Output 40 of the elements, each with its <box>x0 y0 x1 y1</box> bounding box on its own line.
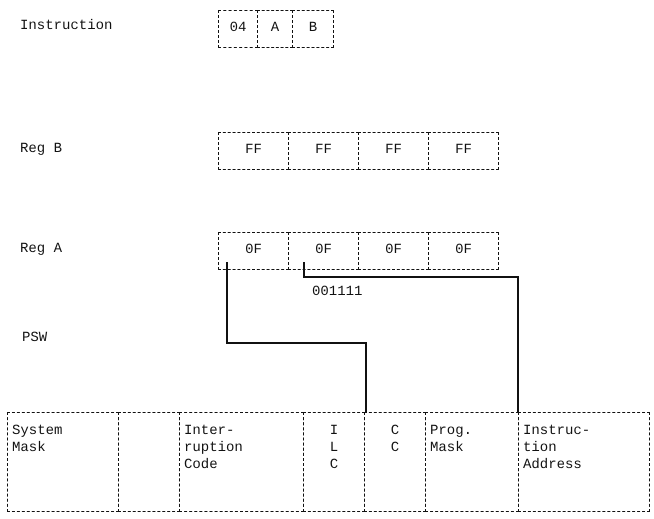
field-text: Inter- ruption Code <box>184 423 244 474</box>
register-field <box>428 132 499 170</box>
field-text: FF <box>244 142 263 159</box>
register-field <box>7 412 119 512</box>
register-field <box>358 232 429 270</box>
register-field <box>428 232 499 270</box>
field-text: 0F <box>454 242 473 259</box>
field-text: FF <box>314 142 333 159</box>
field-text: B <box>308 20 318 37</box>
field-text: A <box>270 20 280 37</box>
empty-field <box>118 412 180 512</box>
register-field <box>364 412 426 512</box>
field-text: 0F <box>384 242 403 259</box>
register-field <box>358 132 429 170</box>
field-text: System Mask <box>12 423 64 457</box>
register-name: PSW <box>22 330 48 346</box>
register-name: Reg B <box>20 141 62 157</box>
field-text: 0F <box>314 242 333 259</box>
field-text: Instruc- tion Address <box>523 423 590 474</box>
register-field <box>303 412 365 512</box>
field-text: I L C <box>330 423 338 474</box>
register-field <box>257 10 293 48</box>
field-text: 0F <box>244 242 263 259</box>
register-field <box>518 412 650 512</box>
field-text: Prog. Mask <box>430 423 472 457</box>
field-text: FF <box>384 142 403 159</box>
register-field <box>288 232 359 270</box>
register-field <box>288 132 359 170</box>
register-field <box>292 10 334 48</box>
register-name: Reg A <box>20 241 62 257</box>
register-field <box>218 132 289 170</box>
field-text: 04 <box>228 20 248 37</box>
register-field <box>218 232 289 270</box>
bit-value-label: 001111 <box>312 284 362 300</box>
register-field <box>179 412 304 512</box>
register-field <box>218 10 258 48</box>
register-field <box>425 412 519 512</box>
field-text: C C <box>390 423 400 457</box>
register-name: Instruction <box>20 18 112 34</box>
field-text: FF <box>454 142 473 159</box>
